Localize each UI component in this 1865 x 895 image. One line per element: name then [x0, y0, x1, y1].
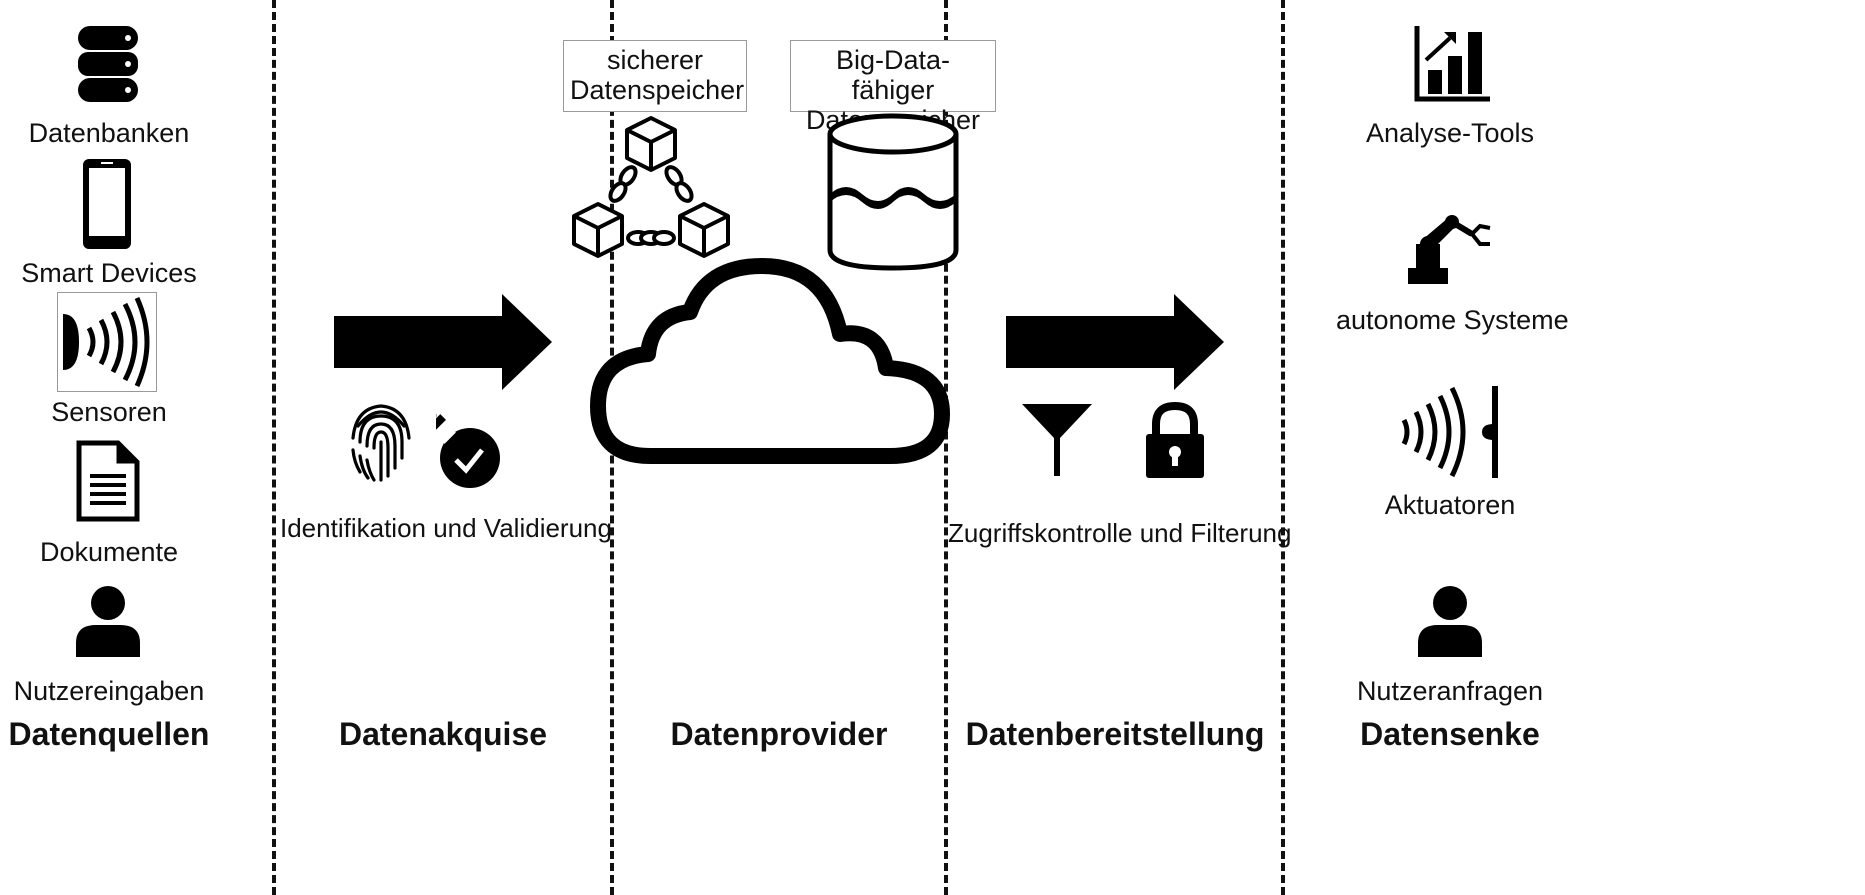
- smartphone-icon: [82, 158, 132, 250]
- sink-label-user-requests: Nutzeranfragen: [1356, 676, 1544, 706]
- database-icon: [78, 24, 138, 104]
- secure-store-label: sicherer Datenspeicher: [563, 40, 747, 112]
- divider-3: [944, 0, 948, 895]
- user-icon: [74, 585, 142, 657]
- acquisition-caption: Identifikation und Validierung: [280, 513, 612, 543]
- heading-datenprovider: Datenprovider: [670, 716, 888, 752]
- heading-datensenke: Datensenke: [1360, 716, 1540, 752]
- user-icon: [1416, 585, 1484, 657]
- source-label-smart-devices: Smart Devices: [21, 258, 197, 288]
- certificate-seal-icon: [436, 390, 540, 492]
- data-lake-icon: [826, 112, 960, 272]
- heading-datenquellen: Datenquellen: [8, 716, 210, 752]
- source-label-user-input: Nutzereingaben: [13, 676, 205, 706]
- source-label-sensors: Sensoren: [51, 397, 167, 427]
- provisioning-caption: Zugriffskontrolle und Filterung: [948, 518, 1292, 548]
- flow-arrow-provisioning: [1006, 294, 1226, 395]
- secure-store-line-1: sicherer: [606, 45, 704, 75]
- heading-datenakquise: Datenakquise: [338, 716, 548, 752]
- divider-1: [272, 0, 276, 895]
- sink-label-autonomous: autonome Systeme: [1336, 305, 1569, 335]
- actuator-icon: [1398, 384, 1502, 480]
- document-icon: [76, 440, 140, 522]
- filter-icon: [1022, 404, 1092, 476]
- sensor-icon: [57, 292, 157, 392]
- secure-store-line-2: Datenspeicher: [570, 75, 745, 105]
- source-label-documents: Dokumente: [39, 537, 179, 567]
- cloud-icon: [590, 258, 952, 470]
- source-label-databases: Datenbanken: [28, 118, 190, 148]
- blockchain-icon: [570, 114, 732, 270]
- heading-datenbereitstellung: Datenbereitstellung: [965, 716, 1265, 752]
- divider-4: [1281, 0, 1285, 895]
- lock-icon: [1144, 402, 1206, 480]
- bigdata-store-label: Big-Data-fähiger Datenspeicher: [790, 40, 996, 135]
- bigdata-store-line-1: Big-Data-fähiger: [835, 45, 951, 105]
- flow-arrow-acquisition: [334, 294, 554, 395]
- sink-label-actuators: Aktuatoren: [1384, 490, 1516, 520]
- sink-label-analytics: Analyse-Tools: [1365, 118, 1535, 148]
- fingerprint-icon: [348, 398, 414, 484]
- robot-arm-icon: [1400, 214, 1500, 286]
- analytics-chart-icon: [1414, 26, 1490, 102]
